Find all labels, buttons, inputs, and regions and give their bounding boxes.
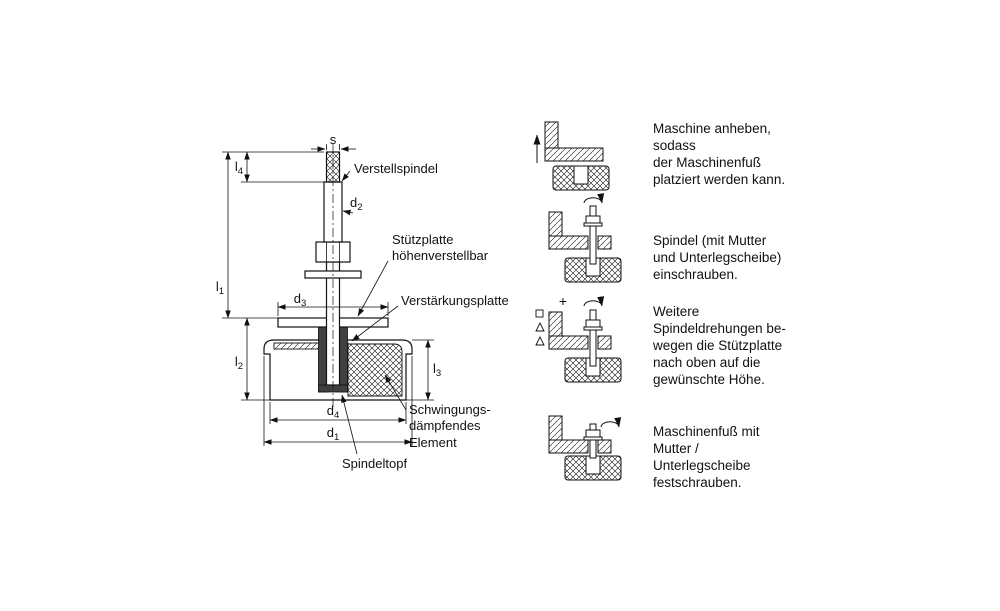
washer [583,326,603,331]
dim-d2: d2 [350,195,363,213]
step-2-icon [548,193,622,283]
machine-plate-left [548,235,589,250]
plus-sign: + [559,293,567,309]
rotation-arrow-icon [583,193,605,204]
machine-plate-left [548,439,589,454]
label-spindeltopf: Spindeltopf [342,456,408,471]
machine-plate-left [548,335,589,350]
mount-cup [573,165,589,185]
step-1-icon [533,121,610,191]
step-1-text: Maschine anheben, sodass der Maschinenfu… [653,121,786,187]
reinforcement-plate [273,342,349,350]
dim-l2: l2 [235,354,243,372]
damping-element [347,343,403,397]
spindle [589,205,597,265]
rotation-arrow-icon [600,417,622,428]
dim-d4: d4 [327,403,340,421]
machine-plate-right [597,235,612,250]
dim-d3: d3 [294,291,307,309]
machine-wall [544,121,559,149]
label-schwingungsdaempfendes-element: Schwingungs- dämpfendes Element [409,402,491,450]
dim-s: s [330,132,337,147]
step-4-icon [548,415,622,481]
dim-l4: l4 [235,159,243,177]
machine-plate [544,147,604,162]
nut [585,429,601,438]
label-verstaerkungsplatte: Verstärkungsplatte [401,293,509,308]
machine-plate-right [597,439,612,454]
machine-wall [548,211,563,237]
washer [583,222,603,227]
spindle [589,309,597,367]
washer [583,436,603,441]
label-stuetzplatte: Stützplatte höhenverstellbar [392,232,489,264]
leveling-foot-drawing [263,143,413,408]
raise-indicator-icon [535,309,545,346]
nut [585,319,601,328]
step-3-text: Weitere Spindeldrehungen be- wegen die S… [653,304,786,387]
step-2-text: Spindel (mit Mutter und Unterlegscheibe)… [653,233,782,282]
dim-l1: l1 [216,279,224,297]
machine-wall [548,311,563,337]
label-verstellspindel: Verstellspindel [354,161,438,176]
mount-cup [585,455,601,475]
dim-d1: d1 [327,425,340,443]
rotation-arrow-icon [583,296,605,307]
nut [585,215,601,224]
machine-plate-right [597,335,612,350]
dimension-labels: s l4 d2 l1 d3 l2 l3 d4 d1 [216,132,441,443]
spindle [589,423,597,459]
machine-wall [548,415,563,441]
dim-l3: l3 [433,361,441,379]
step-4-text: Maschinenfuß mit Mutter / Unterlegscheib… [653,424,760,490]
step-3-icon: + [535,293,622,383]
leader-lines [341,170,407,455]
